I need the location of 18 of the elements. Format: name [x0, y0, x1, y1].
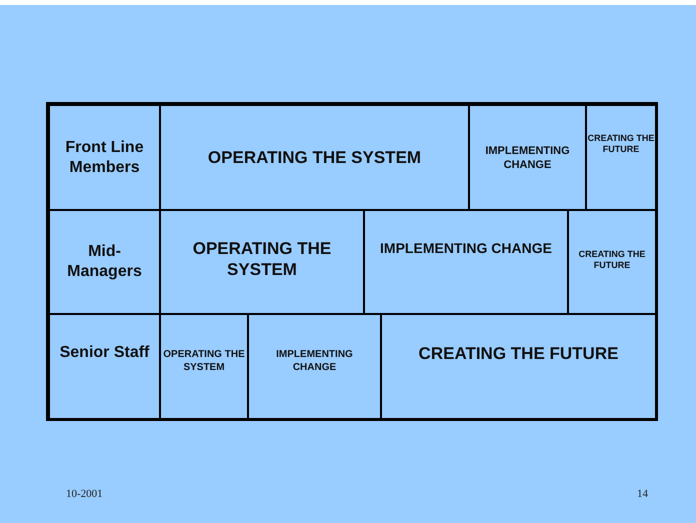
cell-text: OPERATING THE SYSTEM	[192, 238, 332, 280]
cell-text: IMPLEMENTING CHANGE	[275, 348, 354, 374]
page-number: 14	[637, 488, 648, 500]
cell-text: IMPLEMENTING CHANGE	[484, 144, 571, 172]
cell-text: CREATING THE FUTURE	[587, 133, 655, 155]
matrix-cell	[585, 104, 657, 211]
matrix-cell	[48, 313, 161, 420]
date-label: 10-2001	[66, 488, 103, 500]
cell-text: CREATING THE FUTURE	[578, 249, 646, 271]
row-heading: Mid-Managers	[66, 242, 143, 282]
cell-text: OPERATING THE SYSTEM	[208, 147, 422, 168]
cell-text: CREATING THE FUTURE	[418, 343, 618, 364]
matrix-cell	[48, 104, 161, 211]
row-heading: Senior Staff	[60, 343, 150, 363]
row-heading: Front Line Members	[64, 138, 145, 178]
matrix-cell	[380, 313, 657, 420]
cell-text: OPERATING THE SYSTEM	[162, 348, 246, 374]
cell-text: IMPLEMENTING CHANGE	[380, 239, 552, 257]
